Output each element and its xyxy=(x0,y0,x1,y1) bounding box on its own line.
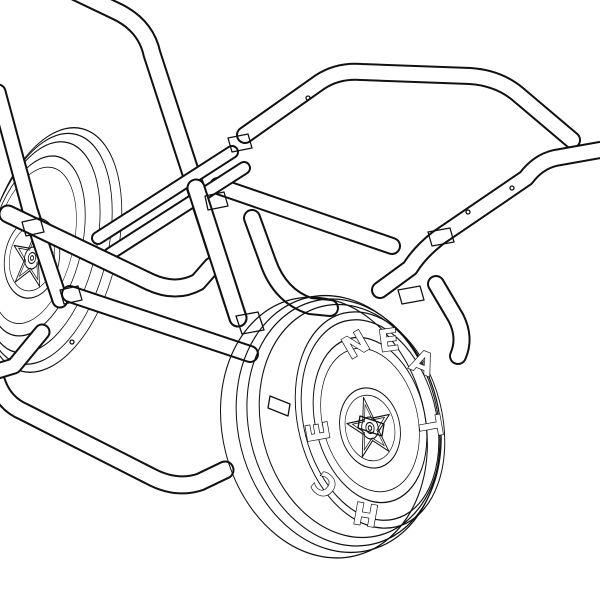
rivets xyxy=(69,95,515,345)
left-lower-leg xyxy=(0,323,51,380)
left-upright-tube xyxy=(0,83,69,309)
hub-letter-n: N xyxy=(337,324,376,367)
middle-cross-bar xyxy=(209,177,401,255)
hub-letter-e1: E xyxy=(376,322,401,360)
seat-loop-tube xyxy=(0,204,222,298)
hub-letter-h: H xyxy=(351,494,382,533)
front-axle-stub xyxy=(357,415,385,437)
bottom-base-tube xyxy=(0,364,235,495)
hub-letter-e2: E xyxy=(300,418,338,444)
top-handle-bar xyxy=(236,62,581,149)
right-side-rail xyxy=(371,141,600,299)
lower-axle-bar xyxy=(61,285,259,363)
front-wheel-hub xyxy=(331,381,409,475)
rear-upright-tube xyxy=(70,0,248,328)
hub-letter-a: A xyxy=(405,343,440,384)
rear-upright-front-segment xyxy=(186,178,248,328)
cart-frame xyxy=(0,0,600,495)
bracket-clamps xyxy=(21,133,455,417)
center-long-bars xyxy=(91,145,251,261)
right-rear-leg xyxy=(427,275,471,365)
hub-letter-t: T xyxy=(410,413,448,440)
front-support-leg xyxy=(243,209,339,317)
